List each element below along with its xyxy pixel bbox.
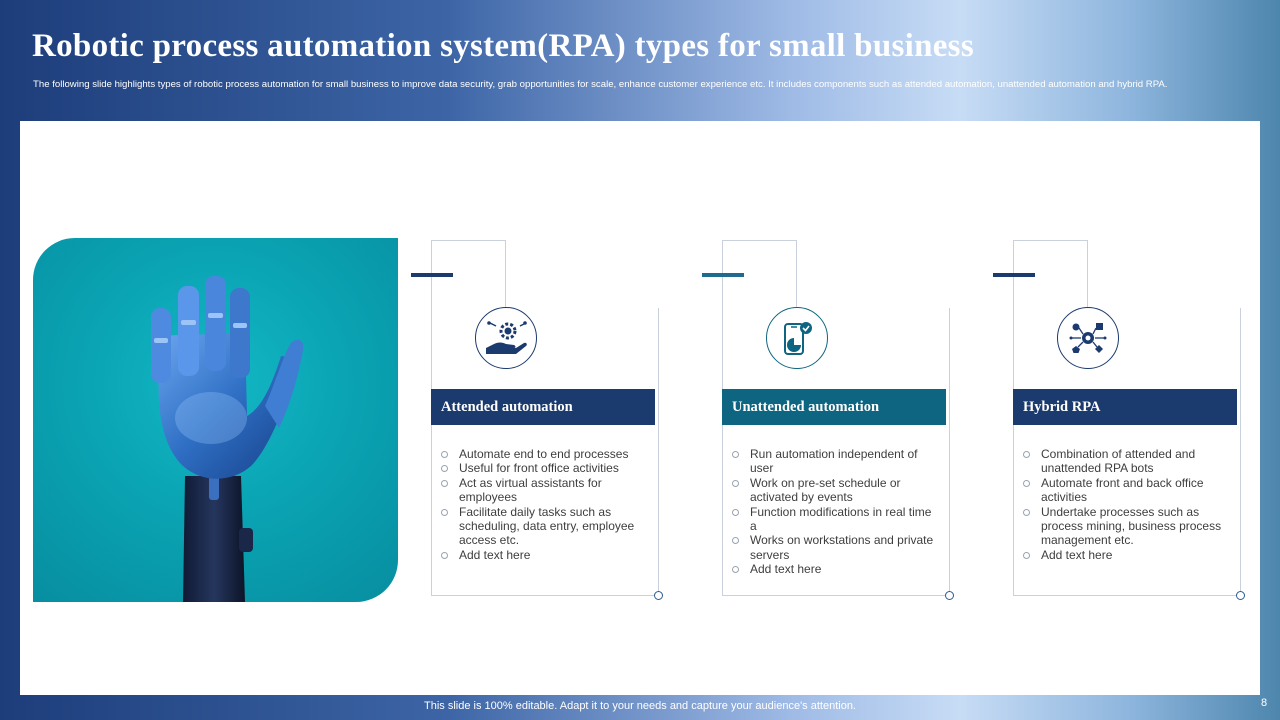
accent-bar (702, 273, 744, 277)
timeline-node (1236, 591, 1245, 600)
list-item: Add text here (441, 548, 646, 562)
robot-hand-image (33, 238, 398, 602)
page-number: 8 (1261, 697, 1268, 709)
list-item: Run automation independent of user (732, 447, 937, 476)
list-item: Useful for front office activities (441, 461, 646, 475)
list-item: Function modifications in real time a (732, 505, 937, 534)
card-attended-automation: Attended automation Automate end to end … (411, 238, 671, 605)
gear-hand-icon (475, 307, 537, 369)
list-item: Add text here (1023, 548, 1228, 562)
card-header: Hybrid RPA (1013, 389, 1237, 425)
card-unattended-automation: Unattended automation Run automation ind… (702, 238, 962, 605)
timeline-node (945, 591, 954, 600)
list-item: Facilitate daily tasks such as schedulin… (441, 505, 646, 548)
slide-subtitle: The following slide highlights types of … (33, 79, 1168, 90)
card-bullet-list: Run automation independent of user Work … (732, 447, 937, 577)
card-header: Unattended automation (722, 389, 946, 425)
card-bullet-list: Automate end to end processes Useful for… (441, 447, 646, 562)
accent-bar (411, 273, 453, 277)
mobile-check-icon (766, 307, 828, 369)
slide-footer: This slide is 100% editable. Adapt it to… (424, 700, 856, 712)
card-bullet-list: Combination of attended and unattended R… (1023, 447, 1228, 562)
list-item: Automate end to end processes (441, 447, 646, 461)
network-nodes-icon (1057, 307, 1119, 369)
list-item: Add text here (732, 562, 937, 576)
list-item: Undertake processes such as process mini… (1023, 505, 1228, 548)
card-hybrid-rpa: Hybrid RPA Combination of attended and u… (993, 238, 1253, 605)
card-header: Attended automation (431, 389, 655, 425)
list-item: Act as virtual assistants for employees (441, 476, 646, 505)
list-item: Work on pre-set schedule or activated by… (732, 476, 937, 505)
list-item: Combination of attended and unattended R… (1023, 447, 1228, 476)
robot-hand-illustration (151, 276, 304, 602)
list-item: Automate front and back office activitie… (1023, 476, 1228, 505)
timeline-node (654, 591, 663, 600)
accent-bar (993, 273, 1035, 277)
slide-title: Robotic process automation system(RPA) t… (32, 28, 974, 64)
list-item: Works on workstations and private server… (732, 533, 937, 562)
